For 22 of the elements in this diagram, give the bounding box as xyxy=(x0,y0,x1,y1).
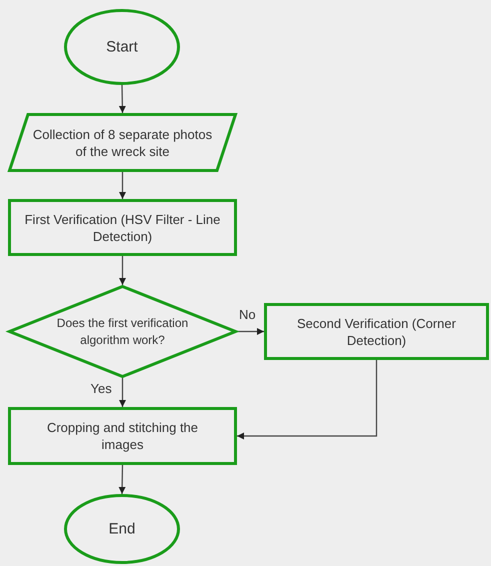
arrow xyxy=(119,256,126,285)
arrow xyxy=(119,378,126,407)
arrow xyxy=(119,172,126,199)
process-box xyxy=(264,303,489,360)
arrow xyxy=(237,328,264,335)
node-label: Second Verification (Corner Detection) xyxy=(296,314,457,348)
node-label: Collection of 8 separate photos of the wreck site xyxy=(32,126,212,160)
input-parallelogram xyxy=(8,113,237,172)
start-terminal xyxy=(64,9,180,85)
node-label: Cropping and stitching the images xyxy=(46,419,200,453)
decision-diamond xyxy=(8,285,237,378)
end-terminal xyxy=(64,494,180,564)
edge-label: Yes xyxy=(90,381,113,396)
node-label: Does the first verification algorithm work? xyxy=(56,314,190,348)
node-label: First Verification (HSV Filter - Line Detection) xyxy=(24,210,222,244)
node-label: End xyxy=(108,520,136,538)
process-box xyxy=(8,199,237,256)
node-label: Start xyxy=(105,38,139,56)
arrow xyxy=(118,84,126,114)
arrow xyxy=(118,464,126,494)
arrow xyxy=(237,360,378,440)
process-box xyxy=(8,407,237,465)
